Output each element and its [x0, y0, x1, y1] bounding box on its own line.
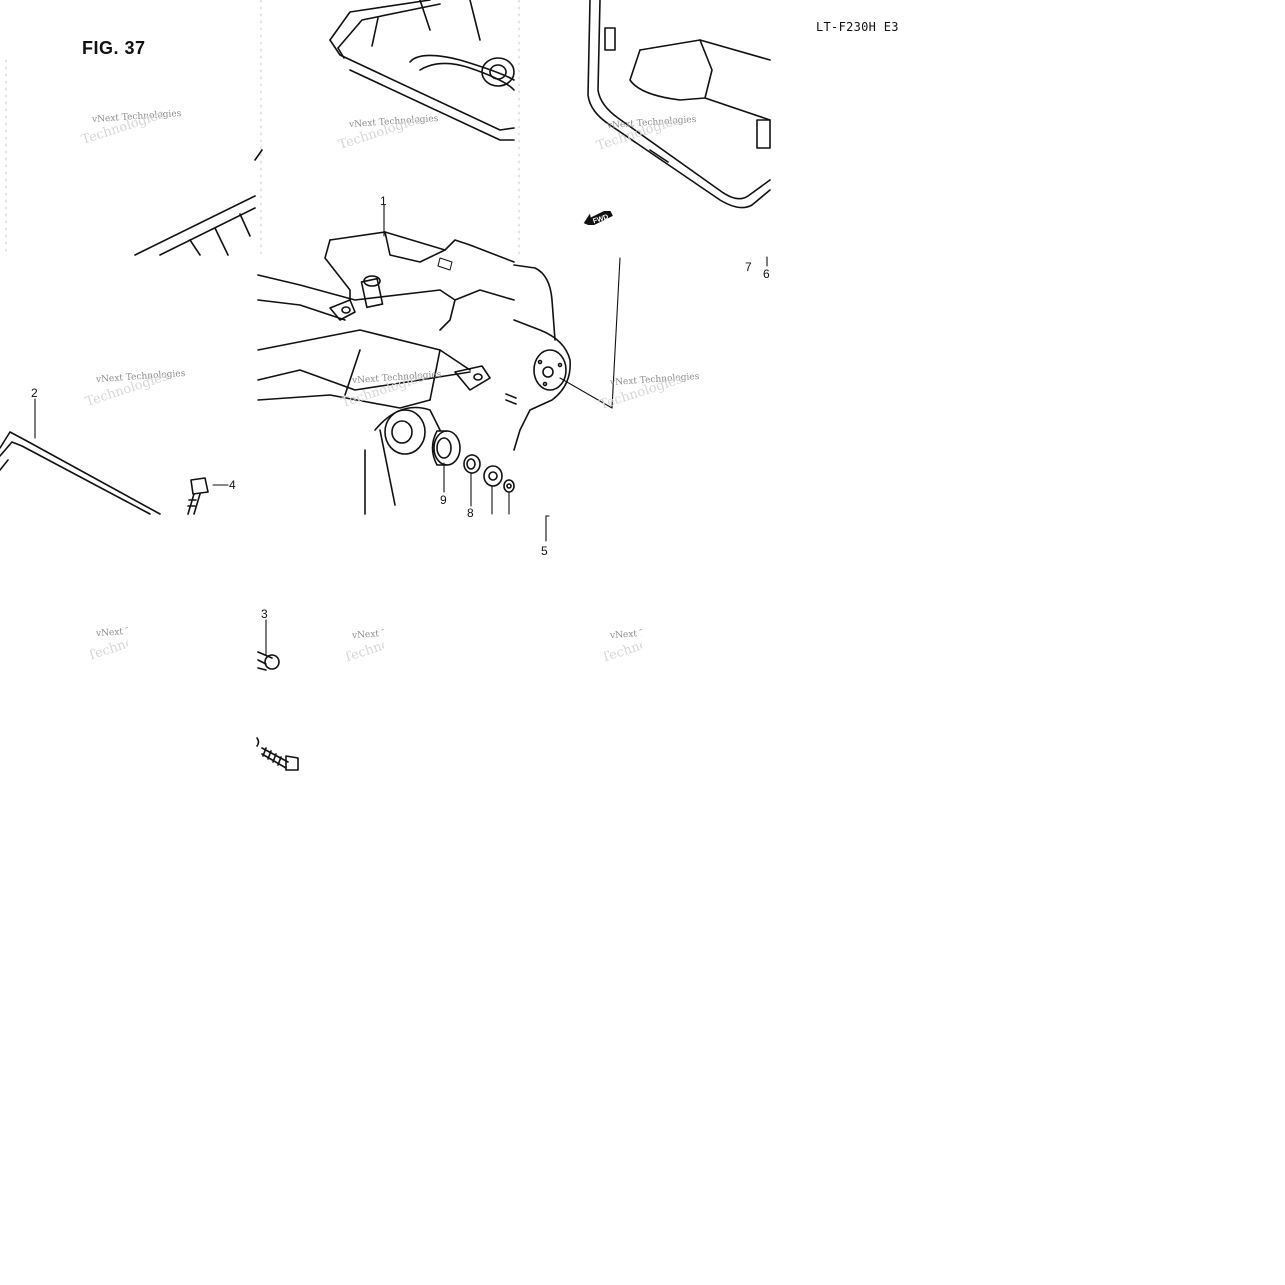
callout-1: 1: [380, 194, 387, 208]
callout-7: 7: [745, 260, 752, 274]
bolt-part-3: [257, 651, 280, 671]
watermark-clip: vNext Technologies Technologies: [604, 622, 642, 662]
callout-5: 5: [541, 544, 548, 558]
carrier-frame-part-1: [257, 231, 515, 515]
leader-lines: [34, 204, 768, 656]
lower-rack-part-2: [0, 431, 161, 515]
callout-9: 9: [440, 493, 447, 507]
callout-6: 6: [763, 267, 770, 281]
tail-lamp-housing: [587, 0, 771, 209]
model-code: LT-F230H E3: [816, 20, 899, 34]
lamp-back-plate: [505, 264, 571, 451]
scan-seam-lines: [5, 0, 520, 256]
rack-fragment-top-left: [134, 149, 263, 256]
figure-title: FIG. 37: [82, 38, 146, 58]
watermark-clip: vNext Technologies Technologies: [346, 622, 384, 662]
callout-2: 2: [31, 386, 38, 400]
long-bolt: [256, 737, 299, 771]
rear-carrier-rack-top: [329, 0, 515, 141]
bushing-stack: [431, 430, 515, 493]
callout-4: 4: [229, 478, 236, 492]
watermark-clip: vNext Technologies Technologies: [90, 620, 128, 660]
callout-8: 8: [467, 506, 474, 520]
callout-3: 3: [261, 607, 268, 621]
fwd-arrow-icon: [583, 211, 613, 225]
bolt-part-4: [187, 477, 209, 515]
